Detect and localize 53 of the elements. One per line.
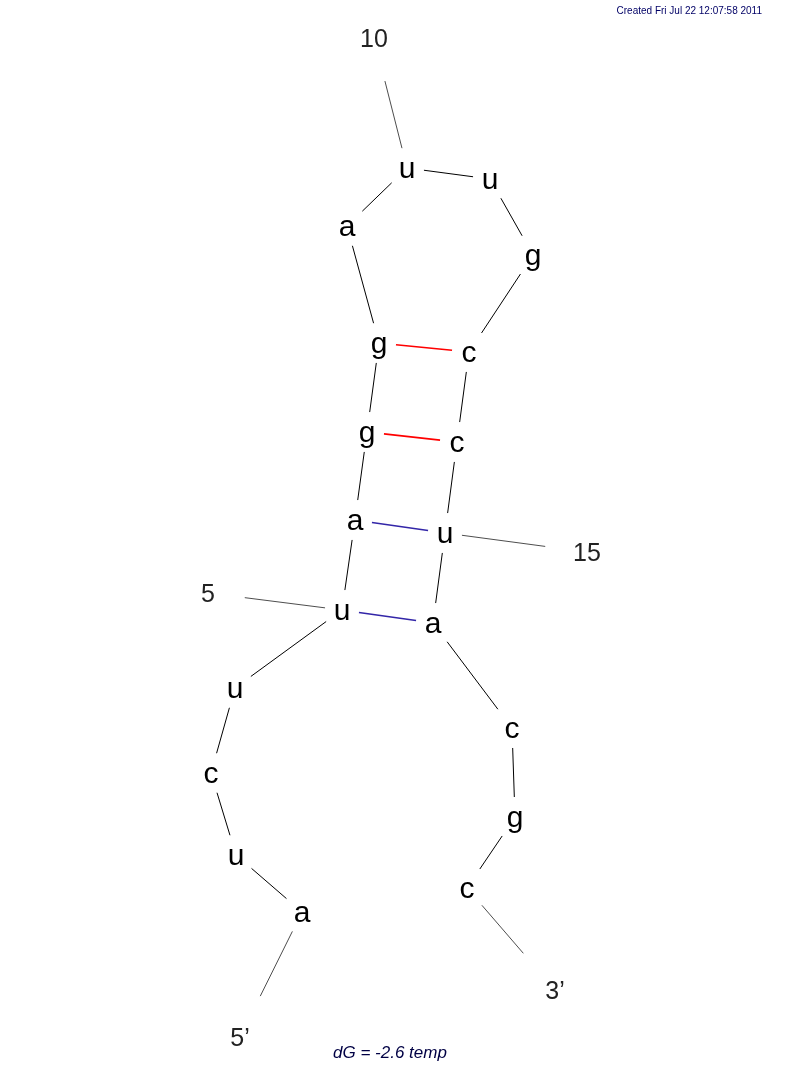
nucleotide-letter: u	[333, 595, 351, 625]
position-number: 5’	[230, 1024, 250, 1050]
backbone-line	[479, 835, 503, 870]
nucleotide-letter: a	[293, 897, 311, 927]
base-pair-line	[395, 343, 453, 352]
backbone-line	[369, 362, 377, 413]
position-number: 15	[573, 539, 601, 565]
backbone-line	[435, 552, 443, 604]
nucleotide-letter: g	[358, 417, 376, 447]
nucleotide-letter: c	[504, 713, 520, 743]
nucleotide-letter: c	[459, 873, 475, 903]
backbone-line	[216, 792, 231, 836]
nucleotide-letter: u	[227, 840, 245, 870]
backbone-line	[351, 245, 375, 324]
nucleotide-letter: g	[370, 328, 388, 358]
backbone-line	[361, 182, 393, 212]
backbone-line	[250, 621, 327, 677]
nucleotide-letter: u	[436, 518, 454, 548]
nucleotide-letter: u	[398, 153, 416, 183]
nucleotide-letter: a	[346, 505, 364, 535]
base-pair-line	[383, 433, 441, 441]
nucleotide-letter: g	[524, 240, 542, 270]
backbone-line	[423, 169, 474, 178]
backbone-line	[481, 273, 521, 334]
nucleotide-letter: c	[449, 427, 465, 457]
backbone-line	[216, 707, 230, 754]
nucleotide-letter: a	[424, 608, 442, 638]
backbone-line	[344, 539, 353, 591]
backbone-line	[512, 747, 515, 798]
timestamp-note: Created Fri Jul 22 12:07:58 2011	[616, 4, 762, 18]
nucleotide-letter: u	[481, 164, 499, 194]
caption: dG = -2.6 temp	[333, 1042, 447, 1064]
nucleotide-letter: c	[461, 337, 477, 367]
backbone-line	[447, 461, 455, 514]
position-number: 10	[360, 25, 388, 51]
nucleotide-letter: c	[203, 758, 219, 788]
backbone-line	[251, 867, 287, 900]
position-number: 3’	[545, 977, 565, 1003]
backbone-line	[446, 641, 499, 710]
base-pair-line	[371, 521, 429, 532]
leader-line	[481, 904, 524, 954]
base-pair-line	[358, 611, 417, 622]
backbone-line	[357, 451, 365, 501]
nucleotide-letter: a	[338, 211, 356, 241]
position-number: 5	[201, 580, 215, 606]
leader-line	[259, 931, 293, 997]
leader-line	[384, 80, 403, 149]
leader-line	[244, 597, 326, 609]
nucleotide-letter: g	[506, 802, 524, 832]
leader-line	[461, 534, 546, 547]
nucleotide-letter: u	[226, 673, 244, 703]
backbone-line	[500, 197, 523, 237]
backbone-line	[459, 371, 467, 423]
